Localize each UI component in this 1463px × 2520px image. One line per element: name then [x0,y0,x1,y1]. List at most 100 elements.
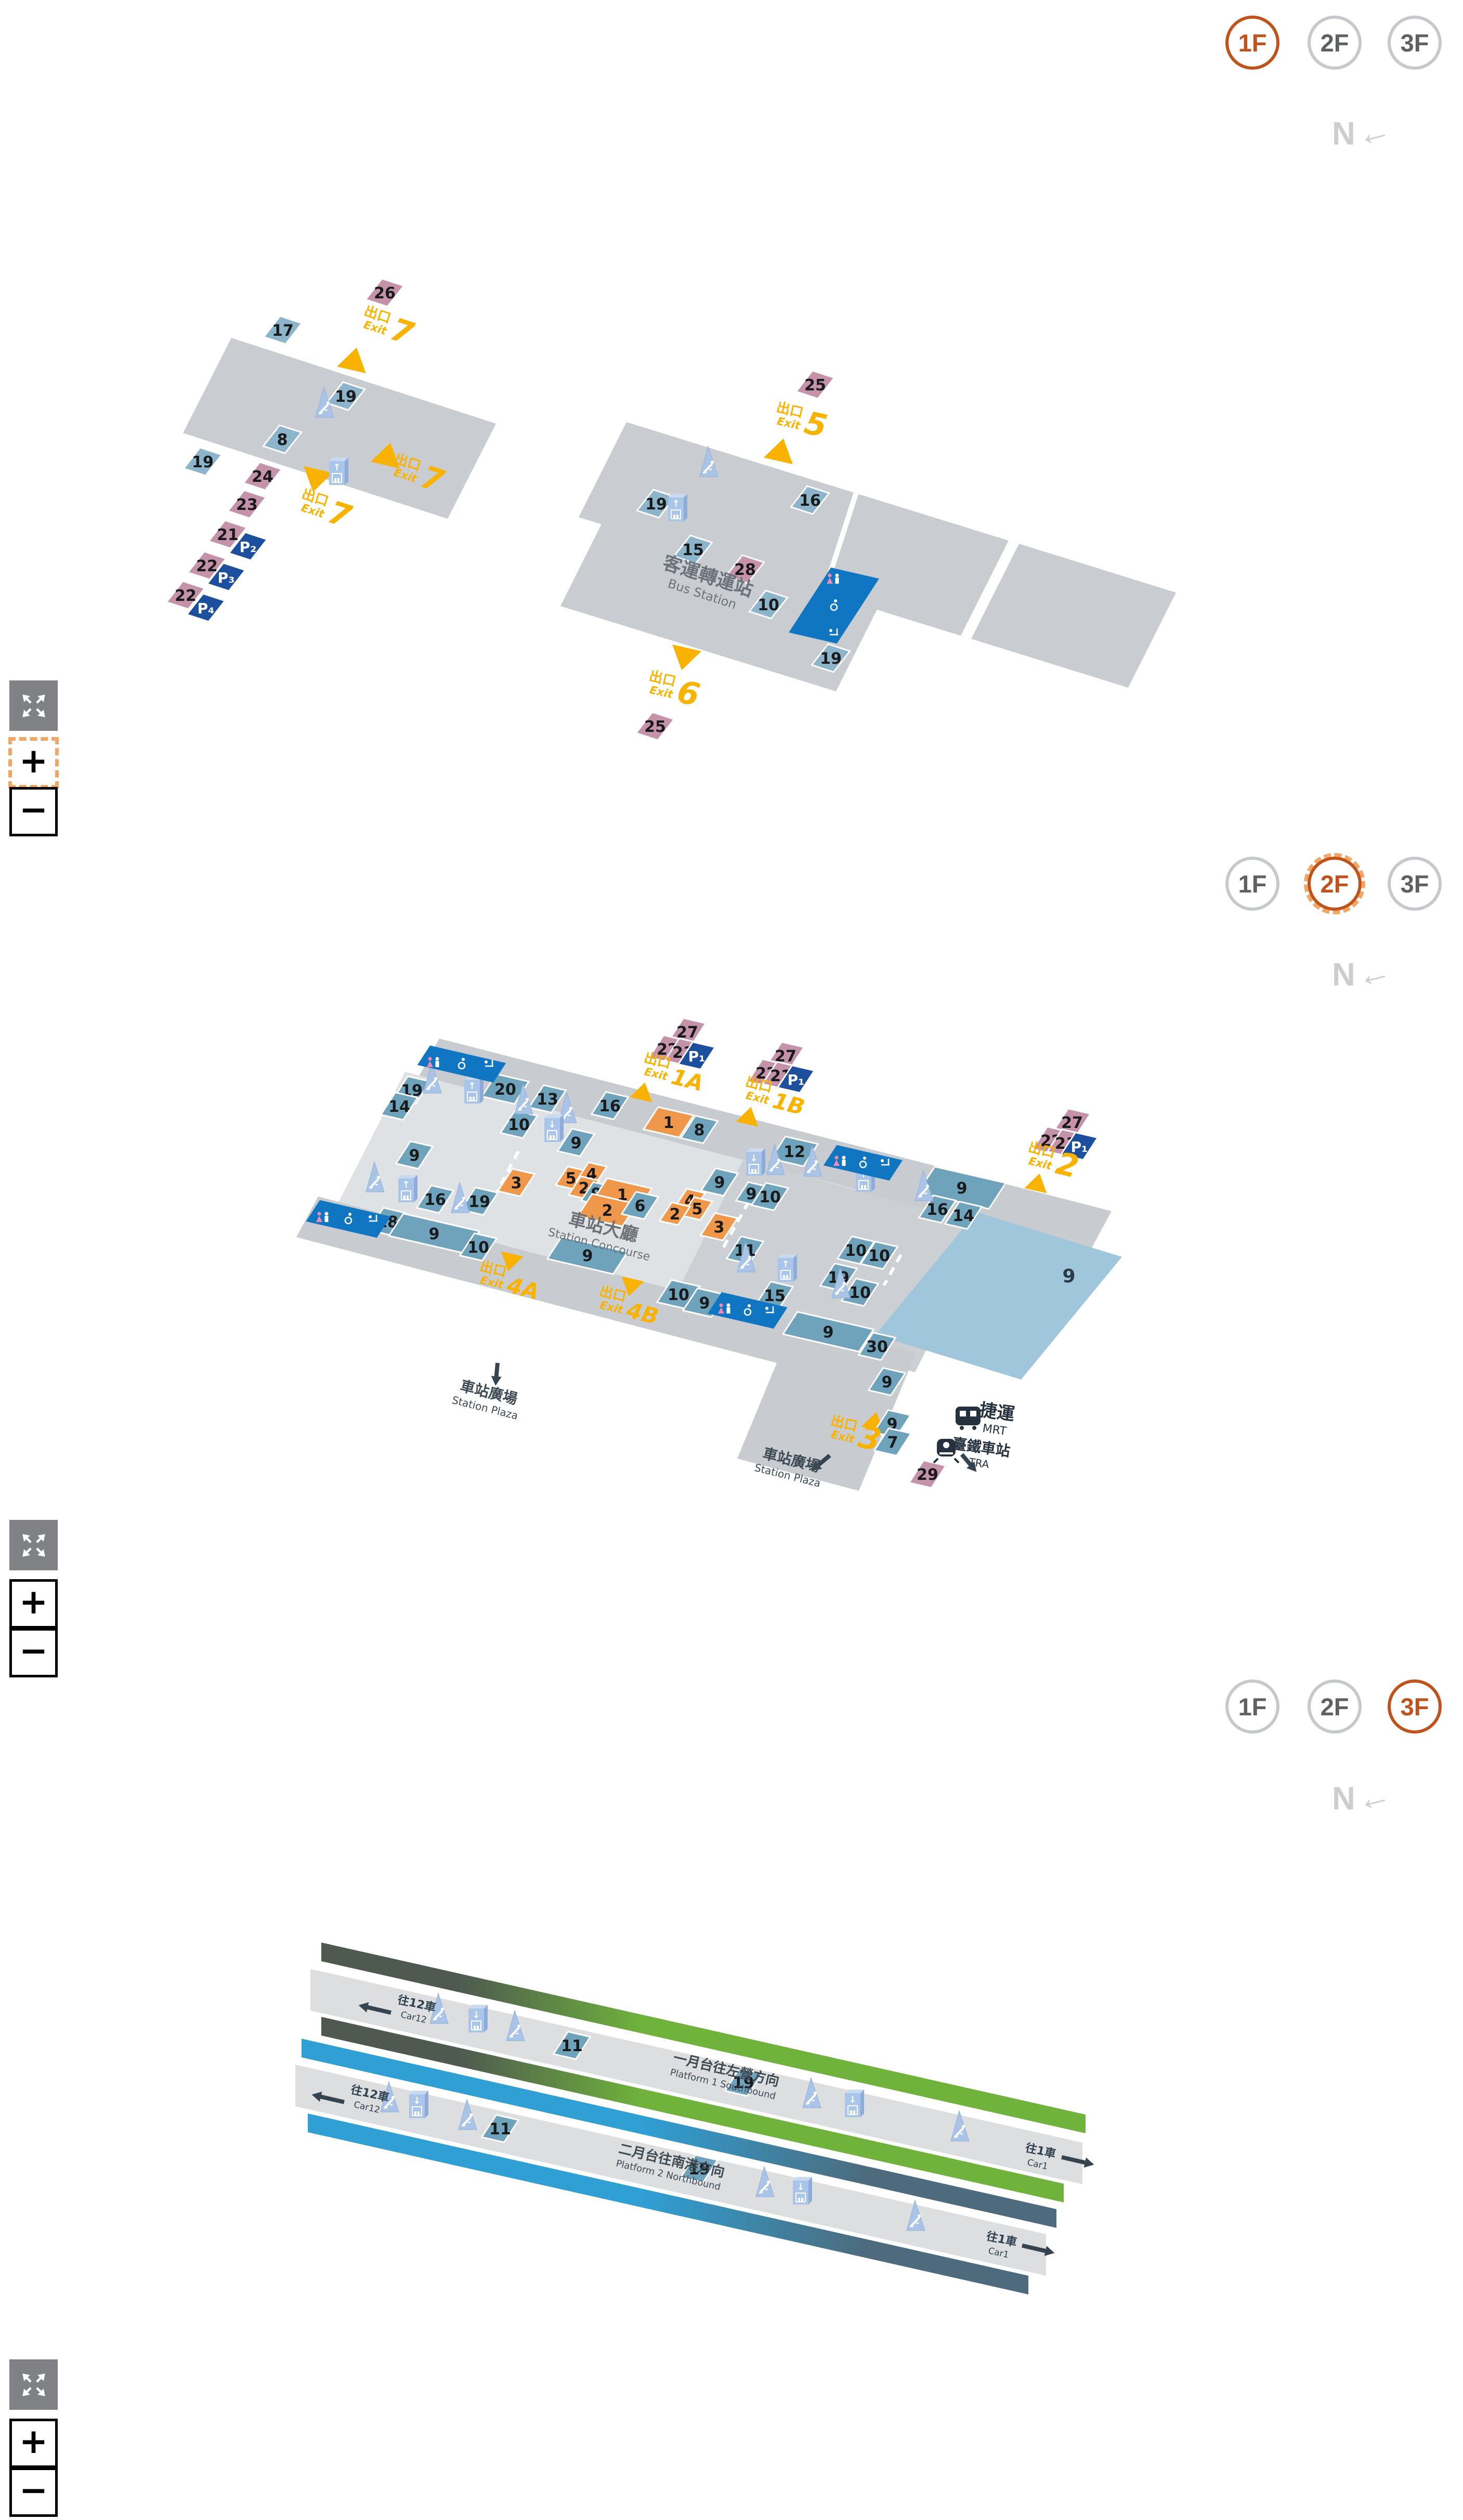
svg-text:9: 9 [429,1225,440,1243]
elevator-down-icon: ↓ [746,1148,765,1176]
svg-text:15: 15 [764,1287,786,1305]
floor-tab-3f-s3[interactable]: 3F [1388,1679,1442,1734]
map-tile-9: 9 [556,1127,596,1158]
escalator-icon [458,2098,477,2130]
escalator-icon [766,1144,785,1175]
fullscreen-button-2f[interactable] [9,1520,58,1570]
svg-text:5: 5 [801,405,830,445]
floor-tab-1f-s3[interactable]: 1F [1225,1679,1279,1734]
map-tile-P₂: P₂ [227,531,269,561]
escalator-icon [451,1182,470,1213]
exit-triangle-icon [621,1276,644,1296]
restroom-icon [708,1292,788,1329]
escalator-icon [755,2165,775,2197]
floor-slab [321,1942,1086,2133]
floor-slab [876,1212,1122,1380]
svg-text:9: 9 [699,1294,710,1312]
map-tile-19: 19 [182,447,224,477]
restroom-icon [789,567,879,644]
map-tile-16: 16 [789,485,831,515]
map-tile-3: 3 [699,1212,739,1242]
exit-triangle-icon [672,644,701,671]
svg-text:16: 16 [424,1191,446,1209]
map-tile-14: 14 [944,1200,983,1230]
svg-text:9: 9 [714,1174,725,1192]
svg-text:1: 1 [663,1114,674,1132]
map-tile-30: 30 [857,1331,897,1361]
floor-tab-3f-s2[interactable]: 3F [1388,857,1442,911]
zoom-out-button-3f[interactable]: − [9,2468,58,2517]
compass-label: N [1332,116,1356,152]
svg-text:19: 19 [335,388,357,406]
svg-text:7: 7 [887,1434,898,1452]
svg-text:17: 17 [272,322,294,340]
map-tile-10: 10 [656,1279,701,1310]
fullscreen-button-1f[interactable] [9,680,58,731]
map-tile-14: 14 [380,1091,419,1121]
map-tile-10: 10 [750,1182,790,1212]
map-tile-9: 9 [395,1140,434,1170]
floor-tab-3f[interactable]: 3F [1388,16,1442,70]
zoom-in-button-2f[interactable]: + [9,1579,58,1629]
floor-tab-1f-s2[interactable]: 1F [1225,857,1279,911]
map-tile-8: 8 [262,424,303,454]
map-tile-11: 11 [552,2030,592,2060]
zoom-in-button-3f[interactable]: + [9,2419,58,2468]
svg-text:↓: ↓ [472,2010,480,2020]
exit-triangle-icon [736,1107,759,1127]
restroom-icon [417,1045,506,1083]
zoom-out-button-2f[interactable]: − [9,1628,58,1677]
map-2f[interactable]: 1914201310161299161918354291269452391011… [296,1017,1122,1491]
svg-text:10: 10 [849,1284,871,1302]
map-tile-19: 19 [724,2067,763,2097]
elevator-up-icon: ↑ [329,457,348,485]
svg-text:P₄: P₄ [198,600,215,617]
floor-tab-2f-s2[interactable]: 2F [1304,853,1365,914]
north-arrow-icon: ← [1352,1773,1396,1820]
map-label: 9 [1062,1266,1075,1287]
map-1f[interactable]: 172619819242321P₂22P₃22P₄251619152810192… [165,278,1176,741]
floor-slab [321,2017,1064,2202]
floor-slab [183,338,496,519]
map-tile-P₃: P₃ [205,562,247,592]
floor-tab-1f[interactable]: 1F [1225,16,1279,70]
svg-text:30: 30 [866,1338,888,1356]
floor-tab-2f-s3[interactable]: 2F [1308,1679,1362,1734]
floor-slab [737,1320,916,1491]
svg-text:16: 16 [599,1097,621,1115]
zoom-out-button-1f[interactable]: − [9,787,58,836]
map-tile-10: 10 [840,1277,880,1307]
svg-text:TRA: TRA [968,1455,990,1471]
svg-text:16: 16 [799,492,821,510]
svg-text:10: 10 [757,596,779,614]
tra-icon [933,1439,960,1464]
floor-slab [579,422,1009,636]
svg-text:↓: ↓ [750,1153,757,1164]
exit-triangle-icon [337,347,366,374]
floor-tab-2f[interactable]: 2F [1308,16,1362,70]
svg-text:3: 3 [714,1218,725,1237]
svg-text:↓: ↓ [796,2182,804,2193]
fullscreen-button-3f[interactable] [9,2359,58,2410]
zoom-in-button-1f[interactable]: + [8,737,59,789]
svg-text:P₃: P₃ [218,569,235,586]
escalator-icon [506,2010,525,2041]
map-tile-25: 25 [794,370,836,400]
map-tile-9: 9 [867,1367,907,1397]
svg-text:↑: ↑ [672,498,680,509]
escalator-icon [514,1083,533,1114]
direction-arrow-icon [1061,2155,1094,2168]
map-tile-P₁: P₁ [776,1064,816,1094]
svg-text:13: 13 [537,1091,558,1109]
exit-triangle-icon [371,442,400,469]
svg-text:10: 10 [668,1286,689,1304]
svg-text:P₂: P₂ [240,539,257,556]
map-tile-29: 29 [908,1459,947,1489]
svg-text:5: 5 [566,1170,577,1188]
svg-text:11: 11 [489,2120,511,2138]
